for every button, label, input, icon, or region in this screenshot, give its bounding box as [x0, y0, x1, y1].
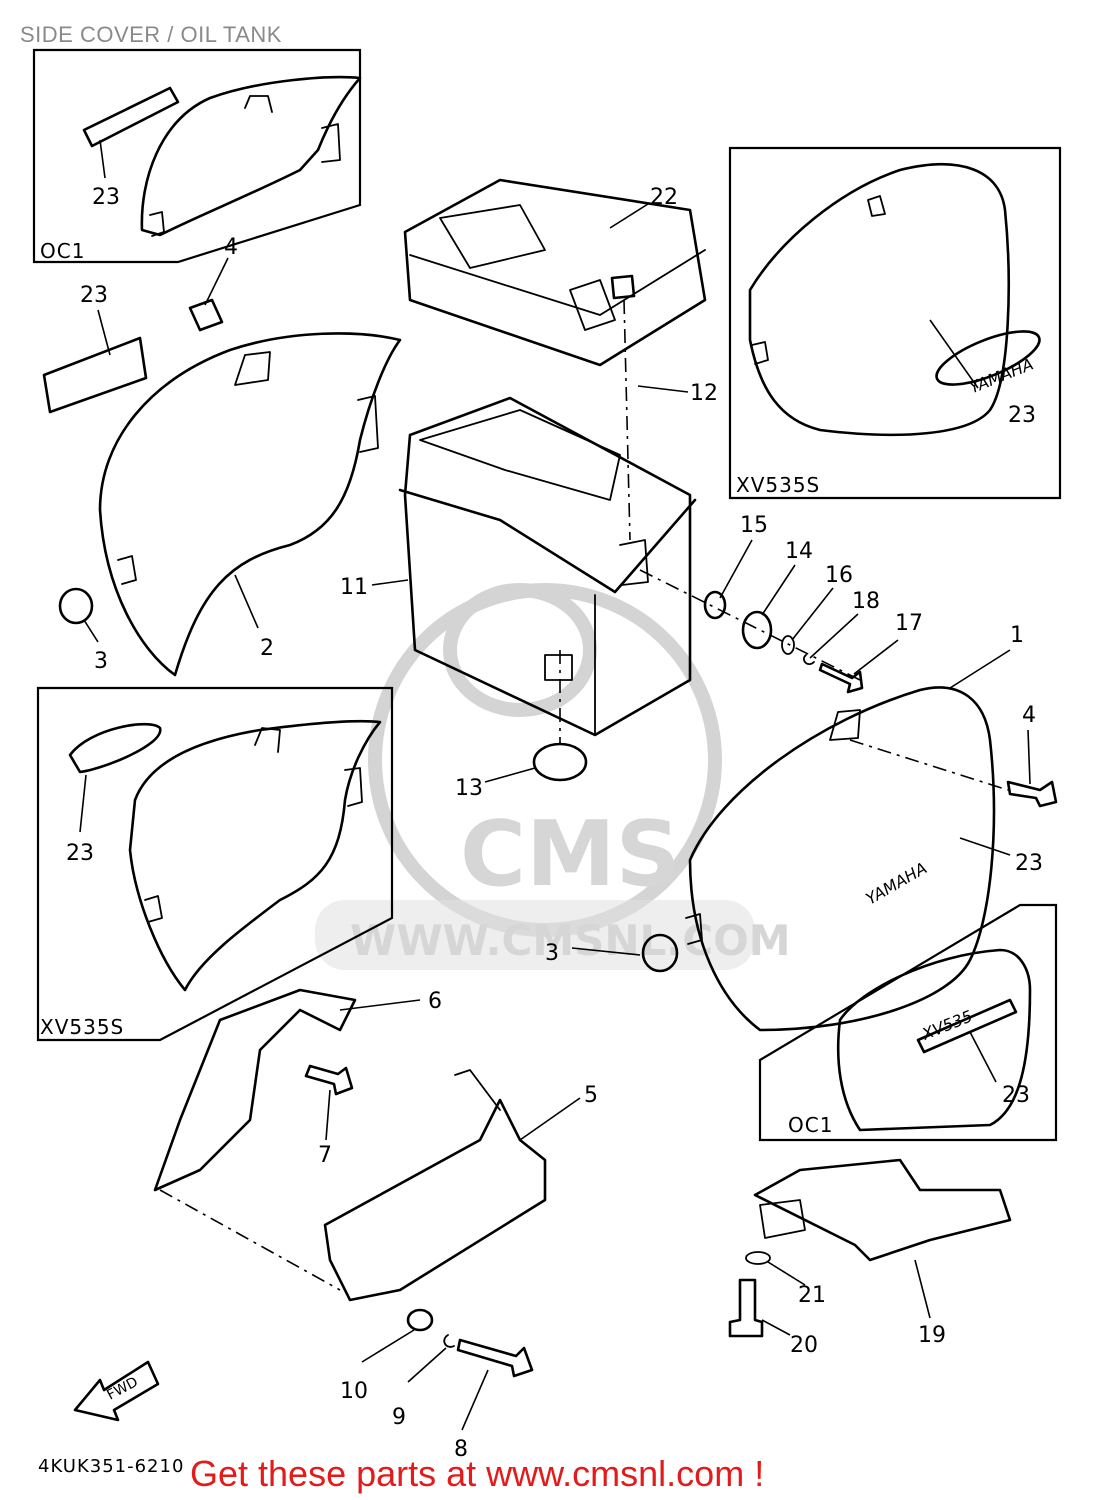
part-12-clip	[610, 274, 636, 300]
callout-2: 2	[260, 636, 274, 661]
callout-20: 20	[790, 1333, 818, 1358]
part-10-washer	[406, 1308, 434, 1332]
emblem-xv535: XV535	[918, 1006, 975, 1044]
part-8-bolt	[456, 1338, 534, 1378]
callout-19: 19	[918, 1323, 946, 1348]
part-4-screw-left	[188, 298, 224, 332]
inset-box-xv535s-left	[36, 686, 394, 1042]
tag-oc1-top: OC1	[40, 239, 85, 263]
part-1-right-side-cover: YAMAHA	[685, 686, 996, 1032]
emblem-yamaha-small: YAMAHA	[967, 354, 1036, 397]
inset-box-oc1-bottom	[758, 903, 1058, 1142]
callout-21: 21	[798, 1283, 826, 1308]
part-22-cover	[403, 178, 707, 367]
part-7-bolt	[304, 1064, 354, 1096]
part-6-bracket	[153, 988, 357, 1192]
tag-xv535s-top: XV535S	[736, 473, 820, 497]
emblem-yamaha-large: YAMAHA	[863, 858, 931, 908]
callout-4b: 4	[1022, 703, 1036, 728]
part-2-left-side-cover	[98, 332, 402, 677]
callout-7: 7	[318, 1143, 332, 1168]
callout-23a: 23	[92, 185, 120, 210]
part-5-pin	[454, 1069, 501, 1111]
part-9-lock-washer	[443, 1334, 455, 1348]
callout-3b: 3	[545, 941, 559, 966]
callout-12: 12	[690, 381, 718, 406]
callout-23b: 23	[80, 283, 108, 308]
callout-23d: 23	[1008, 403, 1036, 428]
axis-5	[159, 1189, 341, 1291]
part-23-decal-left	[42, 336, 148, 414]
callout-14: 14	[785, 539, 813, 564]
cta-link[interactable]: Get these parts at www.cmsnl.com !	[190, 1453, 765, 1494]
axis-4-right	[849, 739, 1009, 791]
watermark-logo: CMS	[460, 802, 680, 907]
callout-5: 5	[584, 1083, 598, 1108]
inset-box-oc1-top	[32, 48, 362, 264]
callout-9: 9	[392, 1405, 406, 1430]
callout-1: 1	[1010, 623, 1024, 648]
tag-oc1-bottom: OC1	[788, 1113, 833, 1137]
callout-17: 17	[895, 611, 923, 636]
callout-4a: 4	[224, 235, 238, 260]
watermark-head	[443, 583, 597, 717]
axis-fasteners	[639, 569, 861, 681]
diagram-title: SIDE COVER / OIL TANK	[20, 22, 282, 47]
inset-side-cover-xv535s-left	[68, 719, 382, 992]
part-14-damper	[741, 610, 773, 650]
part-15-collar	[703, 590, 727, 620]
tag-xv535s-left: XV535S	[40, 1015, 124, 1039]
part-11-oil-tank	[398, 396, 697, 745]
callout-23e: 23	[1002, 1083, 1030, 1108]
part-20-bolt	[728, 1278, 764, 1338]
callout-16: 16	[825, 563, 853, 588]
part-3-grommet-right	[641, 933, 679, 973]
watermark-band	[315, 900, 755, 970]
part-21-washer	[745, 1251, 771, 1265]
leader-lines	[79, 139, 1031, 1431]
callout-8: 8	[454, 1437, 468, 1462]
cms-watermark: CMS WWW.CMSNL.COM	[315, 583, 791, 970]
part-18-lock-washer	[802, 654, 815, 666]
callout-10: 10	[340, 1379, 368, 1404]
part-19-bracket	[753, 1158, 1012, 1262]
callout-3a: 3	[94, 649, 108, 674]
part-3-grommet-left	[58, 587, 94, 625]
callout-11: 11	[340, 575, 368, 600]
callout-13: 13	[455, 776, 483, 801]
watermark-url: WWW.CMSNL.COM	[350, 916, 791, 965]
callout-18: 18	[852, 589, 880, 614]
fwd-arrow-icon: FWD	[73, 1360, 160, 1422]
callout-22: 22	[650, 185, 678, 210]
callout-15: 15	[740, 513, 768, 538]
part-5-bracket	[323, 1098, 547, 1302]
callout-6: 6	[428, 989, 442, 1014]
diagram-code: 4KUK351-6210	[38, 1456, 185, 1477]
callout-23c: 23	[1015, 851, 1043, 876]
callout-23f: 23	[66, 841, 94, 866]
axis-12	[623, 299, 631, 541]
inset-box-xv535s-top	[728, 146, 1062, 500]
part-13-grommet	[532, 742, 588, 782]
part-17-bolt	[818, 662, 864, 694]
inset-side-cover-xv535s: YAMAHA	[748, 163, 1041, 437]
part-16-washer	[781, 635, 795, 655]
inset-side-cover-oc1	[82, 75, 362, 237]
part-4-screw-right	[1006, 780, 1058, 808]
